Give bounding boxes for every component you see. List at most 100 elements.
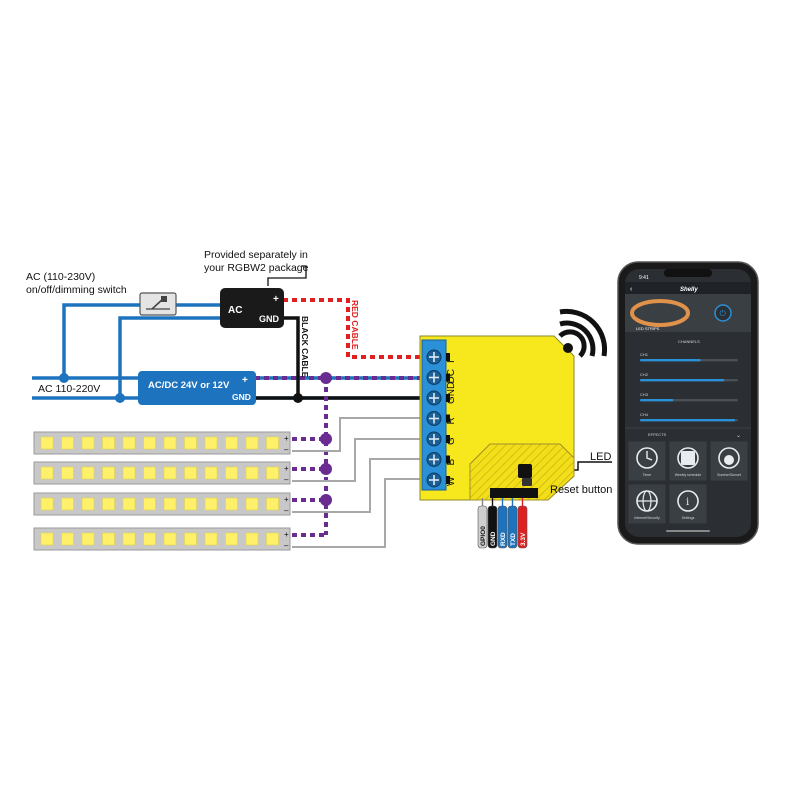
ac-mains-label: AC 110-220V: [38, 383, 100, 395]
switch-wire: [62, 303, 140, 378]
led-strip: +–: [33, 492, 291, 516]
terminal-clip: [446, 353, 450, 361]
led-chip: [122, 497, 136, 511]
led-chip: [266, 466, 279, 480]
calendar-icon: [681, 451, 695, 465]
led-strip: +–: [33, 431, 291, 455]
led-strip-photo: [630, 299, 690, 327]
led-chip: [204, 466, 218, 480]
terminal-clip: [446, 394, 450, 402]
terminal-clip: [446, 476, 450, 484]
led-chip: [102, 436, 115, 450]
tile-bg: [627, 483, 667, 525]
led-chip: [102, 532, 115, 546]
led-chip: [266, 436, 279, 450]
led-chip: [225, 466, 238, 480]
led-chip: [245, 532, 259, 546]
neutral-to-psu-wire: [118, 316, 220, 398]
terminal-label: G: [446, 437, 457, 445]
led-chip: [204, 436, 218, 450]
tile-icon: [677, 447, 699, 469]
pin-label: RXD: [500, 532, 507, 546]
tile-icon: [677, 490, 699, 512]
reset-button-label: Reset button: [550, 484, 612, 496]
ac-switch-label-2: on/off/dimming switch: [26, 284, 127, 296]
led-chip: [163, 436, 177, 450]
info-icon: i: [686, 497, 689, 508]
back-icon[interactable]: ‹: [630, 286, 633, 293]
globe-meridian: [642, 490, 652, 512]
strip-plus-label: +: [284, 530, 289, 539]
pin-wire-end: [507, 505, 518, 549]
chevron-down-icon[interactable]: ⌄: [736, 433, 741, 439]
effect-tile[interactable]: Timer: [627, 440, 667, 482]
reset-button-icon[interactable]: [522, 478, 532, 486]
pin-wire-end: [517, 505, 528, 549]
pin-label: TXD: [510, 533, 517, 546]
strip-plus-label: +: [284, 495, 289, 504]
led-chip: [102, 466, 115, 480]
effect-tile[interactable]: Weekly schedule: [668, 440, 708, 482]
power-button[interactable]: [714, 304, 732, 322]
led-indicator: [518, 464, 532, 478]
junction-dot: [320, 372, 332, 384]
led-chip: [81, 532, 95, 546]
status-time: 9:41: [639, 275, 649, 281]
app-name: Shelly: [680, 287, 698, 293]
psu2-gnd-label: GND: [232, 392, 251, 402]
power-icon: ⏻: [720, 309, 727, 318]
pin-wire-end: [497, 505, 508, 549]
led-chip: [81, 497, 95, 511]
junction-dot: [320, 433, 332, 445]
effect-tile[interactable]: Internet/Security: [627, 483, 667, 525]
header-pin: TXD: [507, 498, 518, 549]
channel-label: CH1: [640, 352, 649, 357]
header-pin: 3.3V: [517, 498, 528, 549]
phone-notch: [664, 269, 712, 277]
terminal-clip: [446, 455, 450, 464]
terminal-label: B: [446, 459, 457, 466]
led-chip: [204, 532, 218, 546]
led-label: LED: [590, 451, 611, 463]
led-chip: [40, 466, 54, 480]
junction-dot: [320, 494, 332, 506]
led-strips: +–+–+–+–: [33, 431, 291, 551]
led-chip: [184, 466, 197, 480]
terminal-label: DC: [446, 369, 457, 383]
led-chip: [81, 466, 95, 480]
led-chip: [163, 497, 177, 511]
led-chip: [245, 466, 259, 480]
effect-tile[interactable]: Sunrise/Sunset: [709, 440, 749, 482]
channel-r-wire: [292, 417, 420, 452]
led-chip: [184, 532, 197, 546]
pin-label: 3.3V: [520, 532, 527, 546]
junction-dot: [115, 393, 125, 403]
tile-label: Settings: [682, 516, 695, 520]
sun-icon: [724, 455, 734, 465]
led-chip: [266, 532, 279, 546]
channel-fill: [640, 379, 725, 382]
led-chip: [225, 532, 238, 546]
led-chip: [163, 466, 177, 480]
led-chip: [143, 532, 156, 546]
red-cable-wire: [283, 298, 420, 359]
led-chip: [204, 497, 218, 511]
led-chip: [122, 436, 136, 450]
led-strip: +–: [33, 527, 291, 551]
provided-label-1: Provided separately in: [204, 249, 308, 261]
pin-wire-end: [487, 505, 498, 549]
tile-icon: [636, 447, 658, 469]
wires: [32, 298, 612, 548]
psu-ac-label: AC: [228, 305, 242, 316]
channel-fill: [640, 399, 674, 402]
led-chip: [40, 532, 54, 546]
strip-minus-label: –: [284, 506, 289, 515]
provided-leader-line: [267, 265, 307, 286]
header-pin: GPIO0: [477, 498, 488, 549]
strip-plus-label: +: [284, 434, 289, 443]
terminal-label: R: [446, 417, 457, 424]
